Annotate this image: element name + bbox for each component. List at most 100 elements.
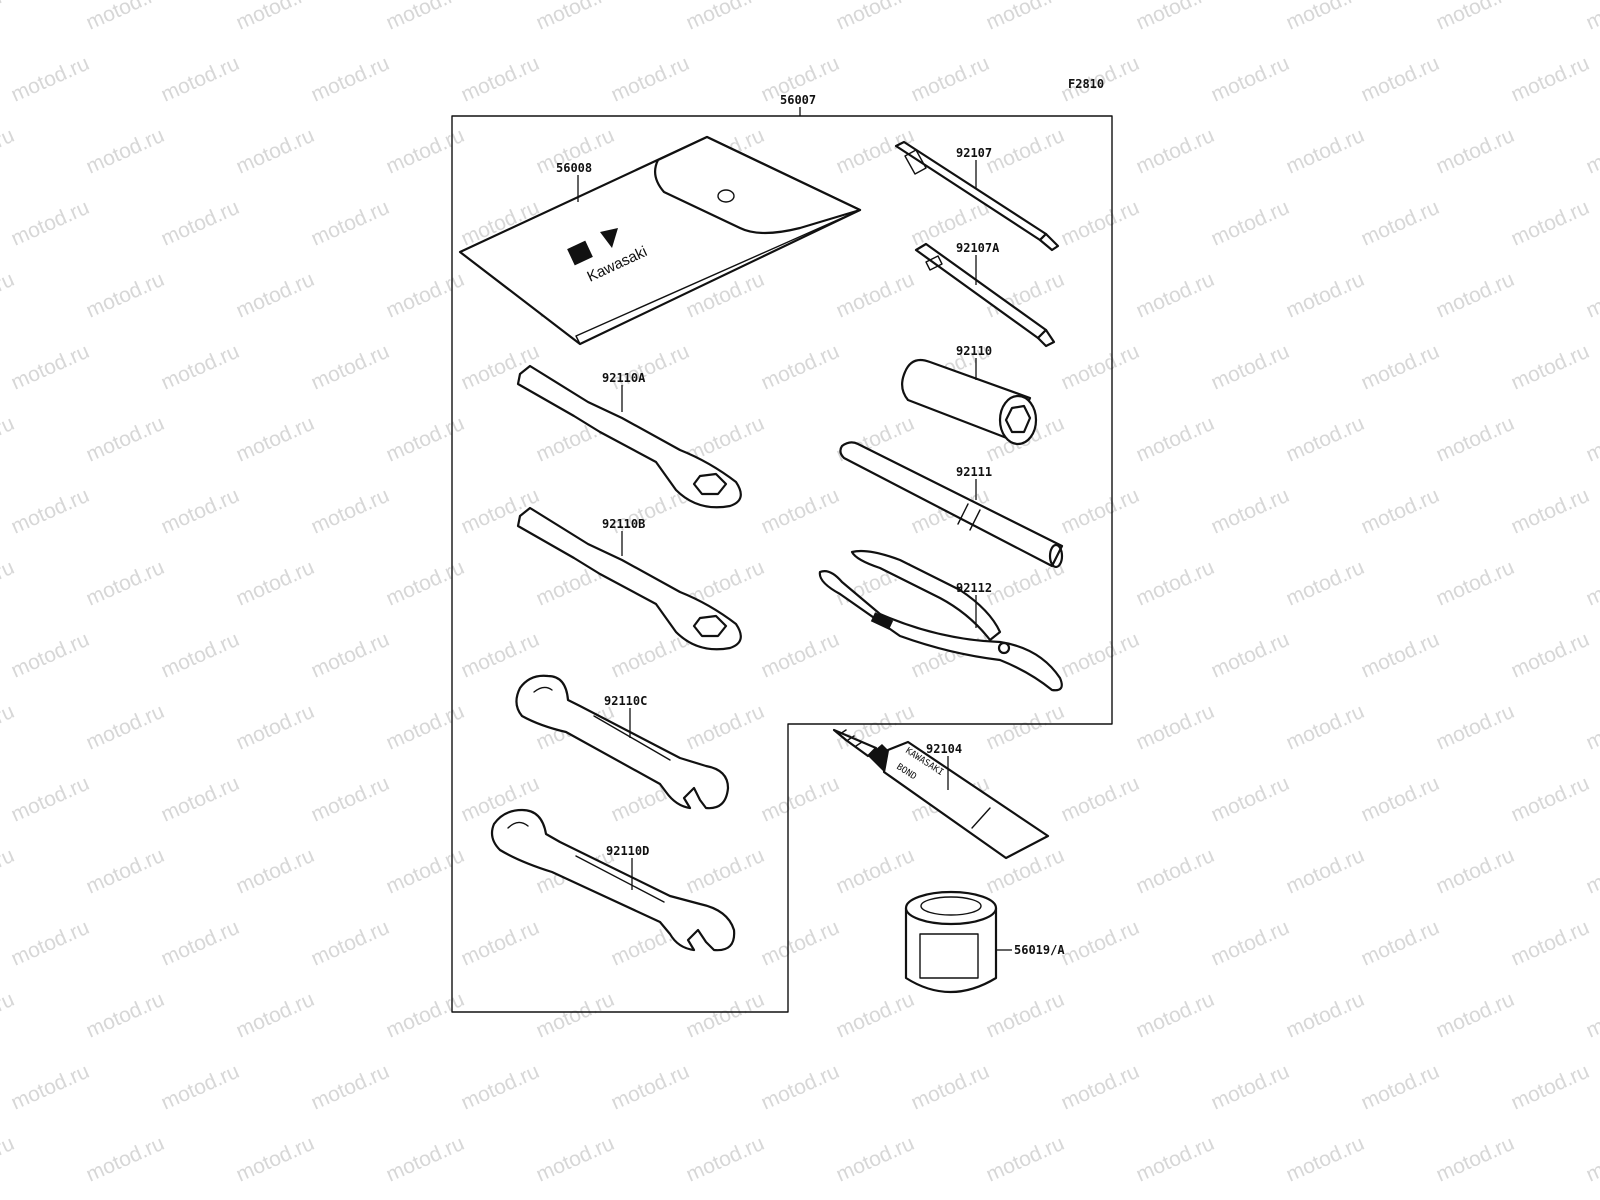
watermark-text: motod.ru xyxy=(1208,340,1293,395)
watermark-text: motod.ru xyxy=(983,0,1068,35)
watermark-text: motod.ru xyxy=(308,1060,393,1115)
watermark-text: motod.ru xyxy=(1208,484,1293,539)
part-number-92110a: 92110A xyxy=(602,371,646,385)
watermark-text: motod.ru xyxy=(1058,196,1143,251)
watermark-text: motod.ru xyxy=(758,916,843,971)
watermark-text: motod.ru xyxy=(8,628,93,683)
watermark-text: motod.ru xyxy=(1583,0,1600,35)
watermark-text: motod.ru xyxy=(8,1060,93,1115)
watermark-text: motod.ru xyxy=(233,844,318,899)
watermark-text: motod.ru xyxy=(0,0,18,35)
watermark-text: motod.ru xyxy=(608,1060,693,1115)
watermark-text: motod.ru xyxy=(1133,556,1218,611)
watermark-text: motod.ru xyxy=(8,916,93,971)
watermark-text: motod.ru xyxy=(0,700,18,755)
watermark-text: motod.ru xyxy=(833,844,918,899)
screwdriver-92107a xyxy=(914,242,1056,348)
watermark-text: motod.ru xyxy=(608,52,693,107)
watermark-text: motod.ru xyxy=(833,0,918,35)
watermark-text: motod.ru xyxy=(1058,484,1143,539)
watermark-text: motod.ru xyxy=(983,124,1068,179)
tool-pouch: Kawasaki xyxy=(458,135,862,346)
watermark-text: motod.ru xyxy=(158,484,243,539)
watermark-text: motod.ru xyxy=(308,772,393,827)
watermark-text: motod.ru xyxy=(1283,556,1368,611)
watermark-text: motod.ru xyxy=(1133,412,1218,467)
watermark-text: motod.ru xyxy=(1358,484,1443,539)
watermark-text: motod.ru xyxy=(683,844,768,899)
watermark-text: motod.ru xyxy=(983,700,1068,755)
watermark-text: motod.ru xyxy=(683,700,768,755)
watermark-text: motod.ru xyxy=(8,484,93,539)
watermark-text: motod.ru xyxy=(8,340,93,395)
watermark-text: motod.ru xyxy=(308,340,393,395)
watermark-text: motod.ru xyxy=(1283,268,1368,323)
watermark-text: motod.ru xyxy=(308,628,393,683)
watermark-text: motod.ru xyxy=(1358,916,1443,971)
watermark-text: motod.ru xyxy=(1058,628,1143,683)
kit-frame xyxy=(451,115,1113,1013)
watermark-text: motod.ru xyxy=(608,340,693,395)
watermark-text: motod.ru xyxy=(1208,52,1293,107)
watermark-text: motod.ru xyxy=(383,556,468,611)
watermark-text: motod.ru xyxy=(458,628,543,683)
watermark-text: motod.ru xyxy=(1358,340,1443,395)
part-number-92104: 92104 xyxy=(926,742,962,756)
watermark-text: motod.ru xyxy=(533,0,618,35)
watermark-text: motod.ru xyxy=(1133,268,1218,323)
part-number-92110c: 92110C xyxy=(604,694,647,708)
watermark-text: motod.ru xyxy=(1058,916,1143,971)
watermark-text: motod.ru xyxy=(1358,52,1443,107)
watermark-text: motod.ru xyxy=(0,1132,18,1187)
watermark-text: motod.ru xyxy=(1583,988,1600,1043)
watermark-text: motod.ru xyxy=(458,916,543,971)
kawasaki-logo-icon xyxy=(567,228,618,266)
watermark-text: motod.ru xyxy=(383,988,468,1043)
watermark-text: motod.ru xyxy=(158,340,243,395)
watermark-text: motod.ru xyxy=(1508,772,1593,827)
spark-plug-wrench-92110 xyxy=(901,358,1038,446)
watermark-text: motod.ru xyxy=(1283,988,1368,1043)
watermark-text: motod.ru xyxy=(383,0,468,35)
part-number-92110d: 92110D xyxy=(606,844,649,858)
watermark-text: motod.ru xyxy=(1433,412,1518,467)
watermark-text: motod.ru xyxy=(1433,556,1518,611)
watermark-text: motod.ru xyxy=(0,556,18,611)
watermark-text: motod.ru xyxy=(1283,0,1368,35)
watermark-text: motod.ru xyxy=(1133,1132,1218,1187)
watermark-text: motod.ru xyxy=(158,52,243,107)
watermark-text: motod.ru xyxy=(1583,700,1600,755)
part-number-56019a: 56019/A xyxy=(1014,943,1065,957)
watermark-text: motod.ru xyxy=(683,0,768,35)
watermark-text: motod.ru xyxy=(383,844,468,899)
watermark-text: motod.ru xyxy=(233,412,318,467)
ring-wrench-92110b xyxy=(516,506,742,651)
part-number-92112: 92112 xyxy=(956,581,992,595)
watermark-text: motod.ru xyxy=(383,700,468,755)
watermark-text: motod.ru xyxy=(383,1132,468,1187)
watermark-text: motod.ru xyxy=(1283,1132,1368,1187)
watermark-text: motod.ru xyxy=(1508,628,1593,683)
watermark-text: motod.ru xyxy=(983,556,1068,611)
watermark-text: motod.ru xyxy=(833,268,918,323)
watermark-text: motod.ru xyxy=(83,700,168,755)
part-number-92110b: 92110B xyxy=(602,517,645,531)
watermark-text: motod.ru xyxy=(983,988,1068,1043)
watermark-text: motod.ru xyxy=(83,988,168,1043)
watermark-text: motod.ru xyxy=(1583,412,1600,467)
part-number-56008: 56008 xyxy=(556,161,592,175)
watermark-text: motod.ru xyxy=(1133,844,1218,899)
watermark-text: motod.ru xyxy=(233,556,318,611)
watermark-text: motod.ru xyxy=(1358,772,1443,827)
watermark-text: motod.ru xyxy=(458,1060,543,1115)
watermark-text: motod.ru xyxy=(1508,196,1593,251)
watermark-text: motod.ru xyxy=(158,916,243,971)
watermark-text: motod.ru xyxy=(1433,0,1518,35)
watermark-text: motod.ru xyxy=(383,268,468,323)
watermark-text: motod.ru xyxy=(233,268,318,323)
watermark-text: motod.ru xyxy=(458,52,543,107)
watermark-text: motod.ru xyxy=(158,628,243,683)
watermark-text: motod.ru xyxy=(233,1132,318,1187)
watermark-text: motod.ru xyxy=(83,124,168,179)
